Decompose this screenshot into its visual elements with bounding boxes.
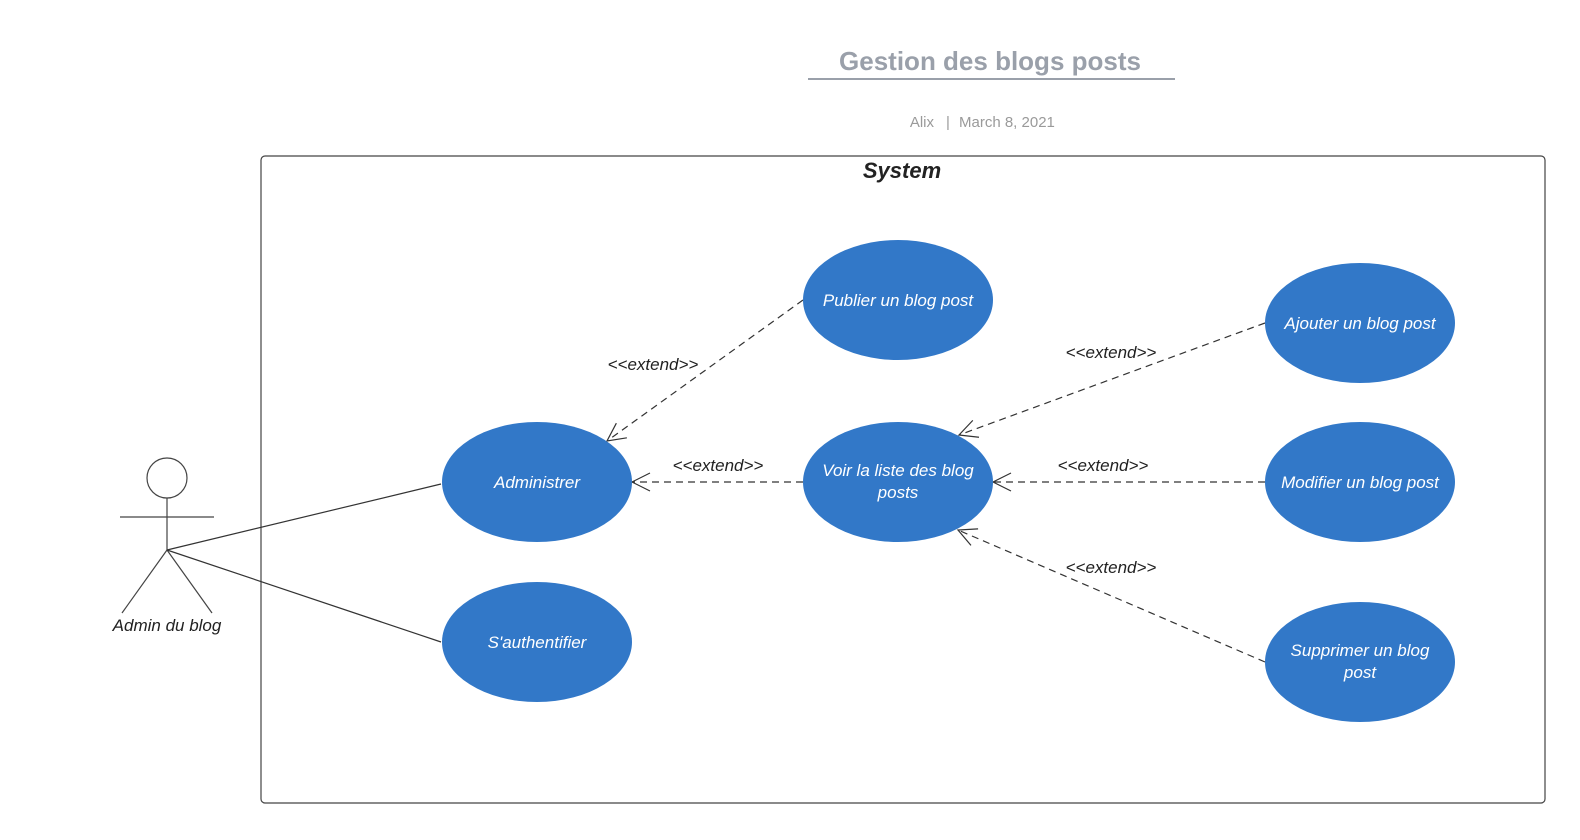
use-case-supprimer-label-line2: post xyxy=(1343,663,1377,682)
extend-publier-administrer xyxy=(605,299,804,442)
meta-separator: | xyxy=(946,114,950,131)
extend-supprimer-voir xyxy=(956,528,1266,663)
association-authentifier xyxy=(166,549,442,643)
use-case-publier[interactable]: Publier un blog post xyxy=(803,240,993,360)
use-case-authentifier[interactable]: S'authentifier xyxy=(442,582,632,702)
use-case-administrer-label: Administrer xyxy=(493,473,581,492)
extend-label-voir: <<extend>> xyxy=(673,456,764,475)
extend-label-publier: <<extend>> xyxy=(608,355,699,374)
actor-right-leg xyxy=(166,549,213,614)
use-case-modifier[interactable]: Modifier un blog post xyxy=(1265,422,1455,542)
use-case-voir-liste-label-line1: Voir la liste des blog xyxy=(822,461,974,480)
extend-label-supprimer: <<extend>> xyxy=(1066,558,1157,577)
actor-admin: Admin du blog xyxy=(112,457,222,635)
actor-head xyxy=(146,457,188,499)
extend-ajouter-voir xyxy=(957,322,1266,438)
actor-left-leg xyxy=(121,549,168,614)
system-label: System xyxy=(863,158,941,183)
use-case-voir-liste[interactable]: Voir la liste des blog posts xyxy=(803,422,993,542)
use-case-ajouter[interactable]: Ajouter un blog post xyxy=(1265,263,1455,383)
use-case-administrer[interactable]: Administrer xyxy=(442,422,632,542)
diagram-date: March 8, 2021 xyxy=(959,114,1055,131)
diagram-title: Gestion des blogs posts xyxy=(839,46,1141,76)
use-case-ajouter-label: Ajouter un blog post xyxy=(1283,314,1436,333)
use-case-modifier-label: Modifier un blog post xyxy=(1281,473,1440,492)
extend-label-modifier: <<extend>> xyxy=(1058,456,1149,475)
use-case-authentifier-label: S'authentifier xyxy=(488,633,588,652)
association-administrer xyxy=(166,483,442,551)
actor-label: Admin du blog xyxy=(112,616,222,635)
extend-label-ajouter: <<extend>> xyxy=(1066,343,1157,362)
use-case-supprimer[interactable]: Supprimer un blog post xyxy=(1265,602,1455,722)
author-name: Alix xyxy=(910,114,935,131)
use-case-supprimer-label-line1: Supprimer un blog xyxy=(1291,641,1430,660)
system-boundary xyxy=(260,155,1546,804)
use-case-publier-label: Publier un blog post xyxy=(823,291,975,310)
use-case-voir-liste-label-line2: posts xyxy=(877,483,919,502)
